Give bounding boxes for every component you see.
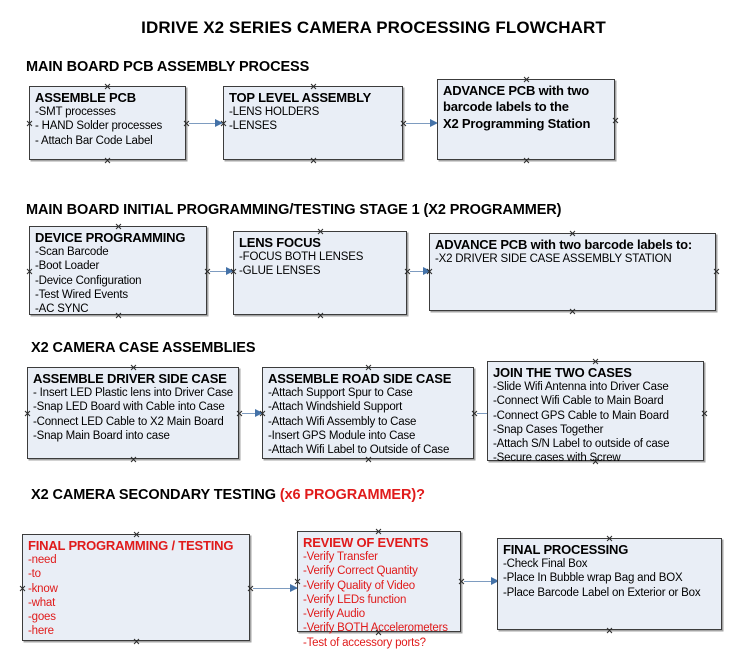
connector-lens-focus-to-advance-pcb[interactable] xyxy=(410,271,429,272)
box-header: DEVICE PROGRAMMING xyxy=(35,230,186,245)
box-line: -Connect LED Cable to X2 Main Board xyxy=(33,415,224,428)
section-heading-text: MAIN BOARD INITIAL PROGRAMMING/TESTING S… xyxy=(26,202,562,218)
section-heading-x2-camera-secondary-testing: X2 CAMERA SECONDARY TESTING (x6 PROGRAMM… xyxy=(31,487,425,503)
box-line: -LENSES xyxy=(229,120,277,133)
process-box-assemble-driver-side-case[interactable]: ASSEMBLE DRIVER SIDE CASE - Insert LED P… xyxy=(27,367,239,459)
connector-arrowhead xyxy=(491,577,499,585)
connector-final-programming-to-review-of-events[interactable] xyxy=(253,588,297,589)
connector-arrowhead xyxy=(430,119,438,127)
box-line: -Place In Bubble wrap Bag and BOX xyxy=(503,572,683,585)
box-header: REVIEW OF EVENTS xyxy=(303,535,429,550)
section-heading-text: X2 CAMERA SECONDARY TESTING xyxy=(31,487,280,503)
box-line: -Verify Quality of Video xyxy=(303,579,415,592)
connector-arrowhead xyxy=(215,119,223,127)
process-box-final-programming-testing[interactable]: FINAL PROGRAMMING / TESTING -need -to -k… xyxy=(22,534,250,641)
process-box-review-of-events[interactable]: REVIEW OF EVENTS -Verify Transfer -Verif… xyxy=(297,531,461,649)
box-header: ASSEMBLE ROAD SIDE CASE xyxy=(268,371,452,386)
box-line: -here xyxy=(28,625,54,638)
section-heading-main-board-pcb-assembly: MAIN BOARD PCB ASSEMBLY PROCESS xyxy=(26,59,309,75)
connector-arrowhead xyxy=(423,267,431,275)
box-line: X2 Programming Station xyxy=(443,116,591,131)
box-line: barcode labels to the xyxy=(443,99,569,114)
process-box-assemble-pcb[interactable]: ASSEMBLE PCB -SMT processes - HAND Solde… xyxy=(29,86,186,160)
box-line: -Attach Wifi Label to Outside of Case xyxy=(268,444,450,457)
box-line: -Boot Loader xyxy=(35,260,100,273)
box-line: -GLUE LENSES xyxy=(239,265,321,278)
connector-arrowhead xyxy=(290,584,298,592)
box-line: -X2 DRIVER SIDE CASE ASSEMBLY STATION xyxy=(435,253,672,265)
box-line: -Device Configuration xyxy=(35,274,142,287)
box-line: -Connect Wifi Cable to Main Board xyxy=(493,395,664,408)
box-line: -SMT processes xyxy=(35,106,116,118)
box-line: -to xyxy=(28,568,41,581)
connector-driver-side-to-road-side[interactable] xyxy=(242,413,261,414)
box-line: -Connect GPS Cable to Main Board xyxy=(493,409,669,422)
box-line: -Place Barcode Label on Exterior or Box xyxy=(503,586,701,599)
box-line: -Verify Correct Quantity xyxy=(303,565,418,578)
box-line: -Test Wired Events xyxy=(35,288,128,301)
box-header: TOP LEVEL ASSEMBLY xyxy=(229,90,372,105)
process-box-top-level-assembly[interactable]: TOP LEVEL ASSEMBLY -LENS HOLDERS -LENSES xyxy=(223,86,403,160)
box-line-overflow: -Test of accessory ports? xyxy=(303,636,426,649)
connector-road-side-to-join-cases[interactable] xyxy=(477,413,495,414)
box-line: -LENS HOLDERS xyxy=(229,106,320,118)
box-line: -Insert GPS Module into Case xyxy=(268,429,416,442)
page-title: IDRIVE X2 SERIES CAMERA PROCESSING FLOWC… xyxy=(141,18,606,37)
box-line: -Verify LEDs function xyxy=(303,593,407,606)
process-box-advance-pcb-to-programming-station[interactable]: ADVANCE PCB with two barcode labels to t… xyxy=(437,79,615,160)
box-line: -Attach Support Spur to Case xyxy=(268,387,413,399)
box-line: -FOCUS BOTH LENSES xyxy=(239,251,364,263)
box-line: -Verify Audio xyxy=(303,608,365,621)
connector-device-programming-to-lens-focus[interactable] xyxy=(210,271,233,272)
box-line: -Snap LED Board with Cable into Case xyxy=(33,401,225,414)
process-box-lens-focus[interactable]: LENS FOCUS -FOCUS BOTH LENSES -GLUE LENS… xyxy=(233,231,407,315)
box-header: JOIN THE TWO CASES xyxy=(493,365,632,380)
section-heading-x2-camera-case-assemblies: X2 CAMERA CASE ASSEMBLIES xyxy=(31,340,256,356)
box-line: -Slide Wifi Antenna into Driver Case xyxy=(493,381,669,393)
box-line: -Snap Main Board into case xyxy=(33,429,170,442)
box-line: -what xyxy=(28,596,56,609)
section-heading-main-board-initial-programming: MAIN BOARD INITIAL PROGRAMMING/TESTING S… xyxy=(26,202,562,218)
process-box-join-the-two-cases[interactable]: JOIN THE TWO CASES -Slide Wifi Antenna i… xyxy=(487,361,704,464)
process-box-final-processing[interactable]: FINAL PROCESSING -Check Final Box -Place… xyxy=(497,538,722,630)
box-line: - Insert LED Plastic lens into Driver Ca… xyxy=(33,387,233,399)
box-line: -need xyxy=(28,554,57,566)
connector-arrowhead xyxy=(226,267,234,275)
process-box-assemble-road-side-case[interactable]: ASSEMBLE ROAD SIDE CASE -Attach Support … xyxy=(262,367,474,459)
box-header: ASSEMBLE PCB xyxy=(35,90,136,105)
connector-arrowhead xyxy=(255,409,263,417)
connector-top-level-assembly-to-advance-pcb[interactable] xyxy=(406,123,436,124)
box-header: ADVANCE PCB with two xyxy=(443,83,589,98)
box-line: -know xyxy=(28,582,58,595)
box-line: - HAND Solder processes xyxy=(35,120,163,133)
box-line: -Snap Cases Together xyxy=(493,423,604,436)
process-box-device-programming[interactable]: DEVICE PROGRAMMING -Scan Barcode -Boot L… xyxy=(29,226,207,315)
box-header: ADVANCE PCB with two barcode labels to: xyxy=(435,237,693,252)
box-line: -Check Final Box xyxy=(503,558,588,570)
box-line: -Attach Windshield Support xyxy=(268,401,403,414)
connector-assemble-pcb-to-top-level-assembly[interactable] xyxy=(189,123,221,124)
box-line: - Attach Bar Code Label xyxy=(35,134,153,147)
section-heading-text: X2 CAMERA CASE ASSEMBLIES xyxy=(31,340,256,356)
box-line: -Verify BOTH Accelerometers xyxy=(303,622,448,635)
box-line: -Verify Transfer xyxy=(303,551,378,563)
box-header: ASSEMBLE DRIVER SIDE CASE xyxy=(33,371,227,386)
box-line: -Secure cases with Screw xyxy=(493,452,621,465)
box-line: -Attach S/N Label to outside of case xyxy=(493,438,670,451)
box-line: -goes xyxy=(28,611,56,624)
box-header: FINAL PROCESSING xyxy=(503,542,629,557)
box-header: FINAL PROGRAMMING / TESTING xyxy=(28,538,234,553)
box-header: LENS FOCUS xyxy=(239,235,321,250)
section-heading-accent: (x6 PROGRAMMER)? xyxy=(279,487,425,503)
box-line: -Attach Wifi Assembly to Case xyxy=(268,415,417,428)
box-line: -AC SYNC xyxy=(35,303,89,316)
process-box-advance-pcb-to-driver-side-case[interactable]: ADVANCE PCB with two barcode labels to: … xyxy=(429,233,716,311)
section-heading-text: MAIN BOARD PCB ASSEMBLY PROCESS xyxy=(26,59,310,75)
box-line: -Scan Barcode xyxy=(35,246,109,258)
connector-review-of-events-to-final-processing[interactable] xyxy=(464,581,497,582)
